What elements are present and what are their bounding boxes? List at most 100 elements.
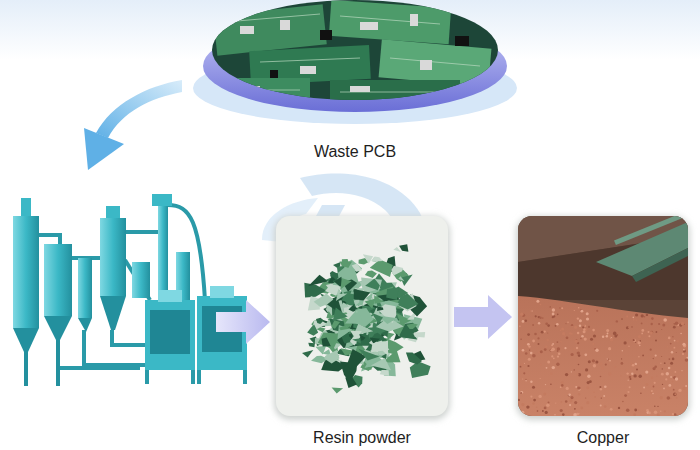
- copper-grain: [536, 300, 539, 303]
- copper-grain: [633, 374, 636, 377]
- copper-grain: [560, 341, 562, 343]
- copper-grain: [644, 316, 646, 318]
- copper-grain: [663, 318, 667, 322]
- resin-photo: [274, 216, 450, 420]
- copper-grain: [626, 370, 628, 372]
- copper-grain: [556, 323, 559, 326]
- copper-grain: [637, 341, 640, 344]
- copper-grain: [546, 404, 549, 407]
- copper-grain: [557, 347, 560, 350]
- resin-flake: [339, 325, 350, 330]
- resin-flake: [352, 338, 361, 343]
- copper-grain: [674, 393, 676, 395]
- copper-grain: [543, 393, 546, 396]
- copper-grain: [574, 326, 577, 329]
- resin-flake: [406, 353, 422, 365]
- copper-grain: [626, 372, 628, 374]
- copper-node: Copper: [514, 214, 692, 448]
- copper-grain: [537, 410, 539, 412]
- copper-grain: [624, 394, 627, 397]
- copper-grain: [532, 386, 535, 389]
- copper-grain: [550, 306, 551, 307]
- copper-grain: [552, 308, 555, 311]
- resin-flake: [372, 257, 383, 262]
- copper-grain: [547, 332, 548, 333]
- copper-grain: [655, 340, 657, 342]
- resin-flake: [399, 244, 408, 252]
- copper-grain: [618, 407, 620, 409]
- copper-grain: [630, 362, 632, 364]
- copper-grain: [639, 375, 642, 378]
- copper-grain: [558, 367, 560, 369]
- copper-grain: [667, 346, 669, 348]
- copper-grain: [532, 402, 534, 404]
- copper-grain: [577, 332, 580, 335]
- resin-flake: [354, 289, 371, 306]
- copper-grain: [547, 339, 550, 342]
- copper-grain: [677, 340, 679, 342]
- copper-grain: [560, 409, 563, 412]
- copper-grain: [569, 332, 571, 334]
- copper-grain: [635, 342, 636, 343]
- copper-grain: [525, 352, 528, 355]
- copper-grain: [674, 413, 677, 416]
- copper-grain: [603, 395, 605, 397]
- copper-grain: [609, 360, 611, 362]
- copper-grain: [599, 362, 602, 365]
- copper-grain: [616, 320, 618, 322]
- copper-grain: [568, 393, 571, 396]
- resin-flake: [362, 346, 369, 350]
- copper-grain: [635, 363, 637, 365]
- copper-grain: [672, 413, 674, 415]
- resin-flake: [393, 247, 401, 252]
- copper-grain: [583, 330, 586, 333]
- copper-grain: [573, 348, 575, 350]
- copper-grain: [641, 333, 643, 335]
- copper-grain: [553, 357, 555, 359]
- copper-grain: [680, 333, 682, 335]
- resin-flake: [308, 275, 328, 287]
- copper-grain: [676, 397, 678, 399]
- copper-grain: [663, 388, 665, 390]
- copper-grain: [638, 356, 640, 358]
- copper-grain: [562, 332, 565, 335]
- copper-grain: [557, 341, 559, 343]
- node-label: Copper: [575, 428, 631, 448]
- copper-grain: [560, 386, 562, 388]
- copper-grain: [576, 373, 579, 376]
- copper-grain: [547, 360, 550, 363]
- copper-grain: [550, 349, 553, 352]
- copper-grain: [588, 326, 590, 328]
- copper-grain: [525, 380, 526, 381]
- resin-flake: [371, 358, 391, 370]
- copper-grain: [635, 313, 638, 316]
- copper-grain: [615, 366, 617, 368]
- resin-flake: [302, 350, 313, 358]
- resin-flake: [360, 279, 381, 293]
- copper-grain: [534, 333, 537, 336]
- copper-grain: [627, 391, 629, 393]
- copper-grain: [521, 411, 524, 414]
- copper-grain: [657, 414, 660, 417]
- copper-grain: [561, 328, 564, 331]
- copper-grain: [561, 381, 564, 384]
- copper-grain: [668, 367, 671, 370]
- copper-grain: [646, 409, 649, 412]
- pcb-disc: [193, 0, 520, 124]
- copper-grain: [526, 405, 529, 408]
- copper-grain: [661, 373, 664, 376]
- copper-grain: [650, 349, 652, 351]
- copper-grain: [653, 358, 655, 360]
- copper-grain: [560, 330, 562, 332]
- resin-flake: [325, 306, 331, 312]
- copper-grain: [545, 411, 548, 414]
- copper-grain: [594, 396, 596, 398]
- copper-grain: [648, 331, 650, 333]
- copper-grain: [668, 384, 671, 387]
- copper-grain: [585, 368, 588, 371]
- copper-grain: [662, 384, 663, 385]
- copper-grain: [681, 322, 684, 325]
- copper-grain: [566, 336, 569, 339]
- copper-grain: [646, 383, 649, 386]
- resin-flake: [365, 298, 376, 308]
